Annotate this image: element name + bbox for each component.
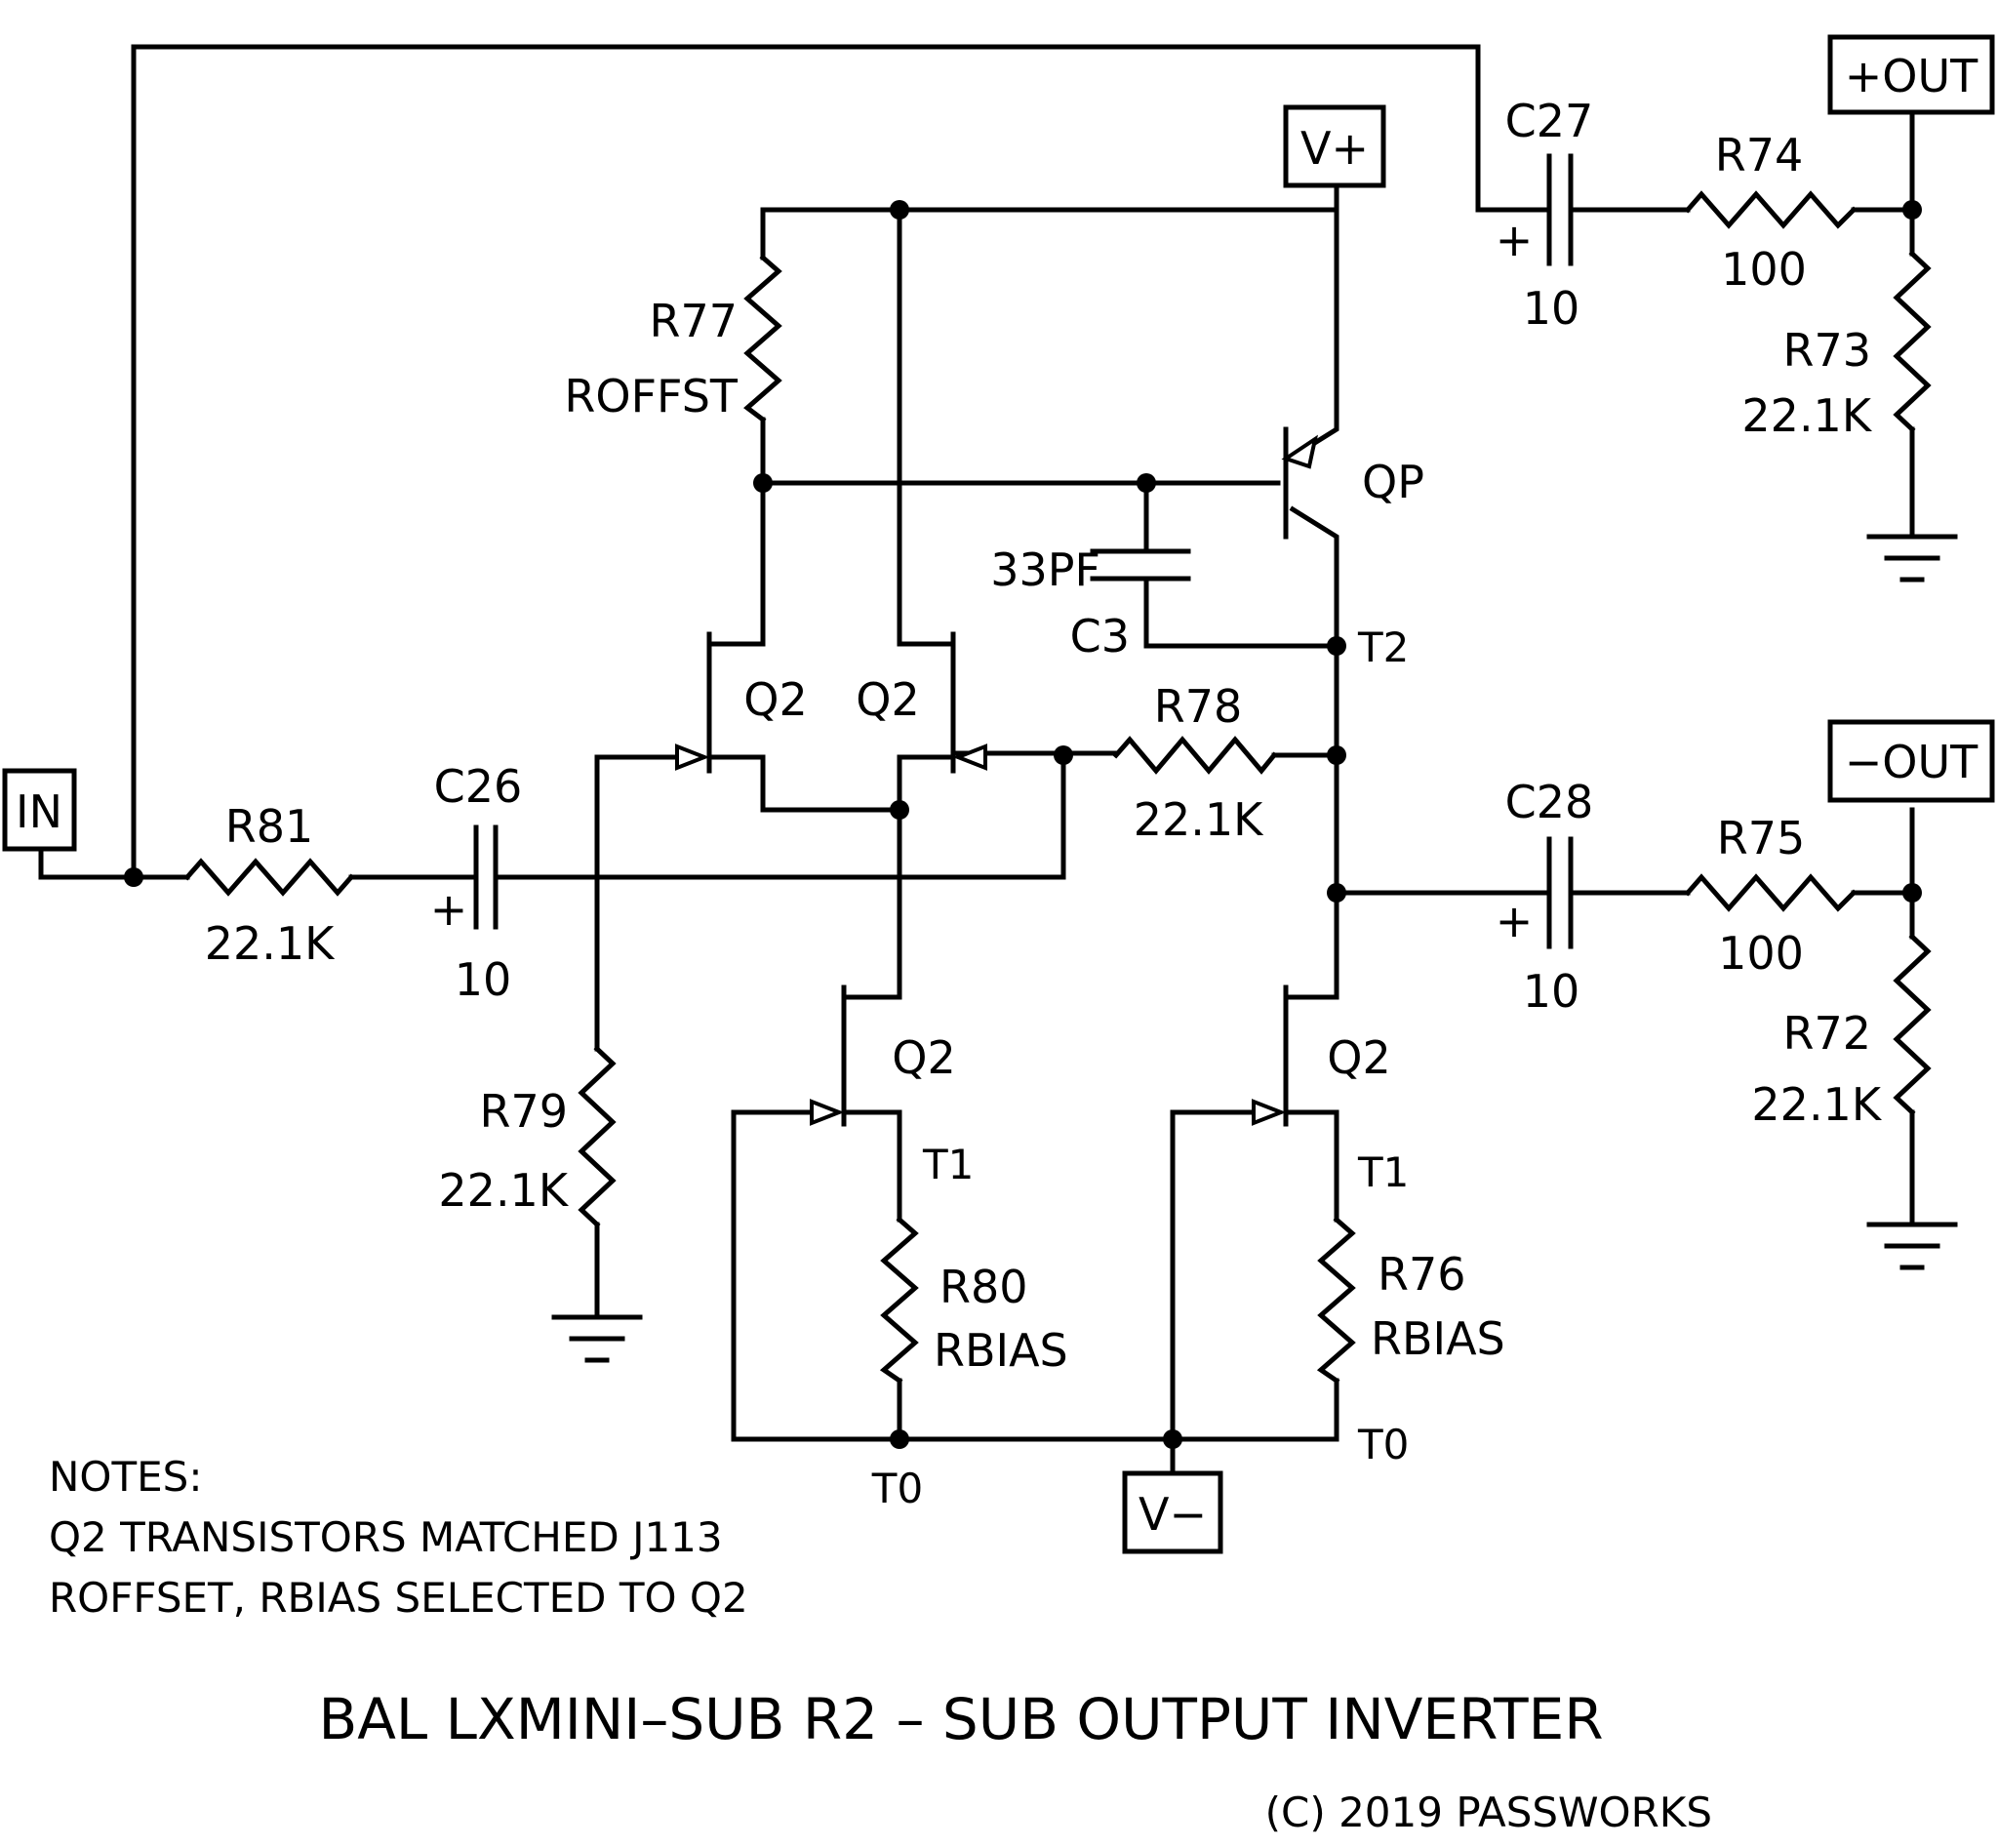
c26-value: 10: [455, 953, 512, 1006]
net-t1-right-label: T1: [1357, 1148, 1409, 1196]
port-vminus-label: V−: [1139, 1488, 1207, 1541]
c26-ref: C26: [434, 760, 523, 813]
port-vplus-label: V+: [1300, 122, 1369, 175]
capacitor-c3-symbol: [1090, 548, 1191, 582]
wire-feedback-top: [131, 44, 1549, 880]
notes-line-1: Q2 TRANSISTORS MATCHED J113: [49, 1513, 723, 1561]
resistor-r74-symbol: [1684, 190, 1858, 229]
c28-value: 10: [1523, 965, 1580, 1018]
r74-ref: R74: [1715, 129, 1804, 181]
wire-c26-out: [514, 750, 1066, 880]
port-minus-out-label: −OUT: [1845, 736, 1978, 788]
net-labels: T2 T1 T1 T0 T0: [871, 623, 1410, 1512]
diagram-title: BAL LXMINI–SUB R2 – SUB OUTPUT INVERTER: [318, 1686, 1603, 1752]
r78-value: 22.1K: [1134, 793, 1264, 846]
resistor-r76-symbol: [1316, 1216, 1356, 1385]
c28-polarity: +: [1496, 895, 1534, 947]
q2-bottom-right-ref: Q2: [1327, 1031, 1390, 1084]
junction-dots: [124, 200, 1922, 1449]
transistor-qp-symbol: [1281, 426, 1318, 540]
wire-vplus-rail: [760, 182, 1339, 213]
resistor-r79-symbol: [578, 1045, 617, 1228]
transistor-q2-bottom-left-symbol: [810, 984, 847, 1127]
r81-value: 22.1K: [205, 917, 336, 970]
r81-ref: R81: [225, 800, 314, 853]
r78-ref: R78: [1154, 680, 1243, 733]
r79-ref: R79: [480, 1085, 569, 1138]
resistor-r81-symbol: [183, 858, 355, 897]
net-t0-right-label: T0: [1357, 1421, 1409, 1468]
notes-line-2: ROFFSET, RBIAS SELECTED TO Q2: [49, 1574, 748, 1622]
capacitor-c27-symbol: [1546, 153, 1574, 266]
ground-icon: [551, 1314, 643, 1363]
port-in: IN: [2, 768, 77, 852]
net-t1-left-label: T1: [922, 1141, 974, 1188]
transistor-q2-bottom-right-symbol: [1252, 984, 1289, 1127]
resistor-r80-symbol: [879, 1216, 919, 1385]
qp-ref: QP: [1362, 456, 1424, 508]
resistor-r77-symbol: [743, 254, 782, 423]
resistors: [183, 190, 1932, 1385]
r79-value: 22.1K: [438, 1164, 569, 1217]
transistor-q2-top-right-symbol: [950, 631, 987, 774]
grounds: [551, 534, 1958, 1363]
r80-value: RBIAS: [934, 1324, 1068, 1377]
c3-value: 33PF: [990, 543, 1100, 596]
c3-ref: C3: [1070, 610, 1130, 663]
component-labels: R81 22.1K C26 + 10 R79 22.1K R77 ROFFST …: [205, 95, 1883, 1377]
r76-ref: R76: [1378, 1248, 1466, 1301]
net-t0-left-label: T0: [871, 1465, 923, 1512]
r77-value: ROFFST: [564, 370, 738, 422]
resistor-r78-symbol: [1112, 736, 1278, 775]
resistor-r73-symbol: [1893, 250, 1932, 433]
r80-ref: R80: [939, 1261, 1028, 1313]
notes-block: NOTES: Q2 TRANSISTORS MATCHED J113 ROFFS…: [49, 1453, 748, 1622]
notes-heading: NOTES:: [49, 1453, 202, 1501]
c27-ref: C27: [1505, 95, 1594, 147]
resistor-r75-symbol: [1684, 873, 1858, 912]
c27-polarity: +: [1496, 214, 1534, 266]
port-plus-out-label: +OUT: [1845, 50, 1978, 102]
r75-ref: R75: [1717, 812, 1806, 864]
r73-ref: R73: [1783, 324, 1872, 377]
port-in-label: IN: [16, 785, 62, 838]
resistor-r72-symbol: [1893, 933, 1932, 1116]
capacitor-c26-symbol: [448, 824, 520, 930]
transistor-q2-top-left-symbol: [675, 631, 712, 774]
r74-value: 100: [1721, 243, 1807, 296]
port-plus-out: +OUT: [1827, 34, 1995, 115]
transistors: [675, 426, 1318, 1127]
c27-value: 10: [1523, 282, 1580, 335]
q2-top-left-ref: Q2: [743, 673, 807, 726]
c26-polarity: +: [430, 883, 468, 936]
r72-ref: R72: [1783, 1007, 1872, 1060]
r75-value: 100: [1718, 927, 1804, 980]
ground-icon: [1866, 1222, 1958, 1270]
ground-icon: [1866, 534, 1958, 583]
r73-value: 22.1K: [1741, 389, 1872, 442]
net-t2-label: T2: [1357, 623, 1409, 671]
copyright-text: (C) 2019 PASSWORKS: [1265, 1788, 1712, 1836]
r72-value: 22.1K: [1751, 1078, 1882, 1131]
capacitors: [448, 153, 1574, 949]
q2-top-right-ref: Q2: [856, 673, 919, 726]
c28-ref: C28: [1505, 776, 1594, 828]
port-minus-out: −OUT: [1827, 719, 1995, 803]
r77-ref: R77: [650, 295, 739, 347]
port-vminus: V−: [1122, 1470, 1223, 1554]
port-vplus: V+: [1283, 104, 1386, 188]
r76-value: RBIAS: [1371, 1312, 1505, 1365]
capacitor-c28-symbol: [1546, 836, 1574, 949]
q2-bottom-left-ref: Q2: [892, 1031, 955, 1084]
